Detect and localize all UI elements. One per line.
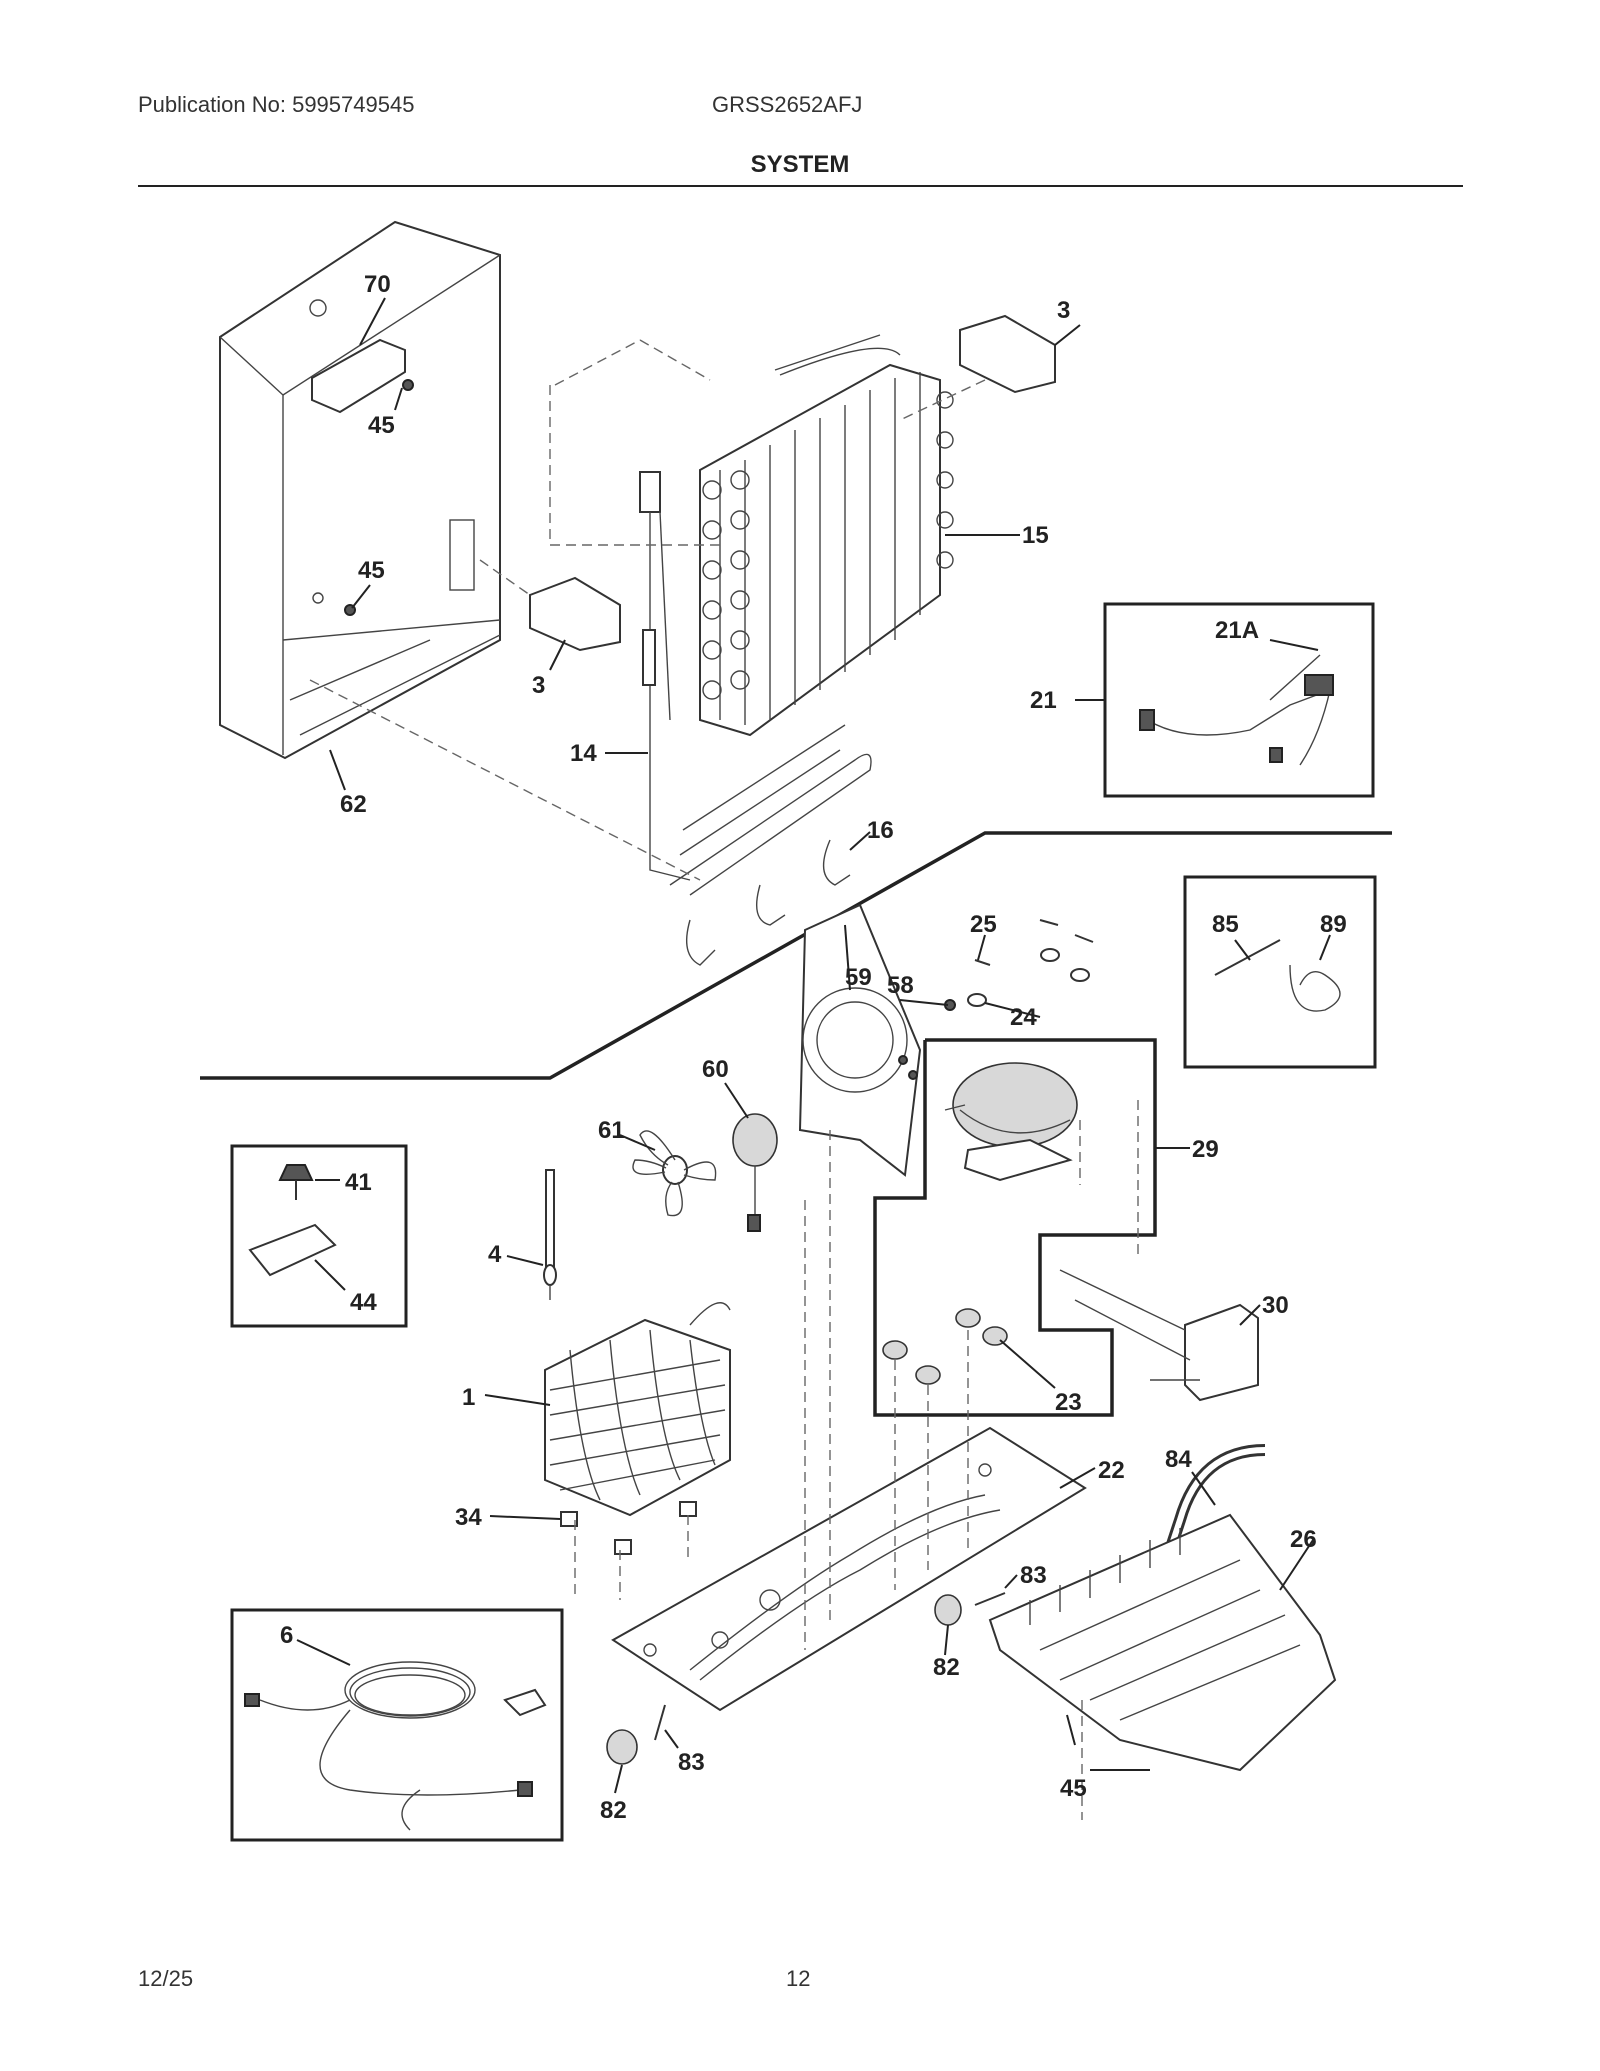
compressor-outline xyxy=(873,1038,1157,1417)
fan-blade-part[interactable] xyxy=(632,1130,717,1217)
evaporator-part[interactable] xyxy=(699,334,954,737)
condenser-part[interactable] xyxy=(544,1302,731,1517)
callout-89[interactable]: 89 xyxy=(1320,911,1347,938)
callout-44[interactable]: 44 xyxy=(350,1289,377,1316)
footer-date: 12/25 xyxy=(138,1966,194,1991)
mount-part[interactable] xyxy=(606,1704,666,1765)
fan-shroud-part[interactable] xyxy=(798,903,922,1177)
callout-59[interactable]: 59 xyxy=(845,964,872,991)
title-rule xyxy=(138,185,1463,187)
cabinet-liner-part[interactable] xyxy=(219,220,501,760)
grommet-part[interactable] xyxy=(882,1308,1008,1385)
fan-motor-part[interactable] xyxy=(732,1113,778,1232)
callout-30[interactable]: 30 xyxy=(1262,1292,1289,1319)
callout-26[interactable]: 26 xyxy=(1290,1526,1317,1553)
model-number: GRSS2652AFJ xyxy=(712,92,863,117)
callout-3[interactable]: 3 xyxy=(532,672,545,699)
callout-24[interactable]: 24 xyxy=(1010,1004,1037,1031)
grommet-part[interactable] xyxy=(967,948,1090,1007)
base-plate-part[interactable] xyxy=(611,1426,1087,1712)
callout-70[interactable]: 70 xyxy=(364,271,391,298)
foam-block-part[interactable] xyxy=(529,576,621,652)
leader-lines xyxy=(296,297,1331,1794)
assembly-lines xyxy=(309,339,986,881)
callout-61[interactable]: 61 xyxy=(598,1117,625,1144)
callout-41[interactable]: 41 xyxy=(345,1169,372,1196)
callout-21a[interactable]: 21A xyxy=(1215,617,1259,644)
callout-45[interactable]: 45 xyxy=(358,557,385,584)
bracket-part[interactable] xyxy=(311,338,414,414)
page-number: 12 xyxy=(786,1966,811,1991)
callout-60[interactable]: 60 xyxy=(702,1056,729,1083)
callout-45[interactable]: 45 xyxy=(368,412,395,439)
callout-16[interactable]: 16 xyxy=(867,817,894,844)
callout-23[interactable]: 23 xyxy=(1055,1389,1082,1416)
drain-pan-part[interactable] xyxy=(988,1513,1337,1772)
publication-number: Publication No: 5995749545 xyxy=(138,92,415,117)
callout-labels: 70 45 45 3 3 15 21A 21 14 62 16 25 85 89… xyxy=(280,271,1347,1824)
callout-82[interactable]: 82 xyxy=(933,1654,960,1681)
defrost-heater-part[interactable] xyxy=(669,724,872,966)
tubing-box[interactable] xyxy=(1183,875,1377,1069)
callout-14[interactable]: 14 xyxy=(570,740,597,767)
callout-21[interactable]: 21 xyxy=(1030,687,1057,714)
callout-45[interactable]: 45 xyxy=(1060,1775,1087,1802)
relay-part[interactable] xyxy=(1059,1269,1259,1402)
callout-62[interactable]: 62 xyxy=(340,791,367,818)
callout-4[interactable]: 4 xyxy=(488,1241,502,1268)
foam-block-part[interactable] xyxy=(959,314,1056,394)
assembly-lines xyxy=(574,1100,1139,1820)
callout-15[interactable]: 15 xyxy=(1022,522,1049,549)
callout-29[interactable]: 29 xyxy=(1192,1136,1219,1163)
power-cord-box[interactable] xyxy=(230,1608,564,1842)
clip-part[interactable] xyxy=(560,1501,697,1555)
callout-1[interactable]: 1 xyxy=(462,1384,475,1411)
callout-84[interactable]: 84 xyxy=(1165,1446,1192,1473)
callout-22[interactable]: 22 xyxy=(1098,1457,1125,1484)
harness-part[interactable] xyxy=(639,471,691,881)
compressor-part[interactable] xyxy=(944,1062,1078,1182)
clip-box[interactable] xyxy=(230,1144,408,1328)
callout-3[interactable]: 3 xyxy=(1057,297,1070,324)
callout-25[interactable]: 25 xyxy=(970,911,997,938)
probe-part[interactable] xyxy=(543,1169,557,1300)
screw-part[interactable] xyxy=(974,919,1094,966)
page-title: SYSTEM xyxy=(750,151,850,178)
callout-34[interactable]: 34 xyxy=(455,1504,482,1531)
callout-83[interactable]: 83 xyxy=(1020,1562,1047,1589)
callout-6[interactable]: 6 xyxy=(280,1622,293,1649)
callout-85[interactable]: 85 xyxy=(1212,911,1239,938)
callout-83[interactable]: 83 xyxy=(678,1749,705,1776)
callout-58[interactable]: 58 xyxy=(887,972,914,999)
callout-82[interactable]: 82 xyxy=(600,1797,627,1824)
screw-part[interactable] xyxy=(898,999,956,1080)
section-divider xyxy=(200,831,1392,1080)
